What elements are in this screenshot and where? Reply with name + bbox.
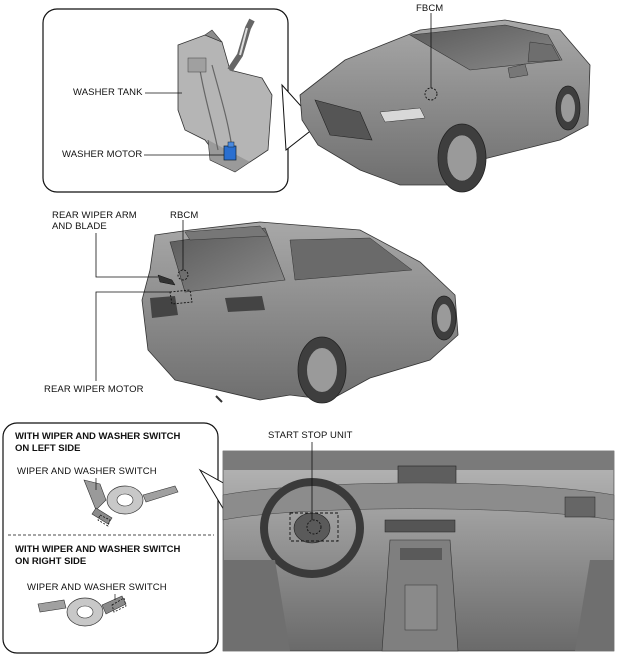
rear-car-illustration <box>141 221 459 404</box>
rear-wiper-motor-leader <box>95 291 170 381</box>
rear-wiper-arm-leader <box>95 233 158 278</box>
washer-motor-illustration <box>223 141 237 161</box>
left-side-heading-line2: ON LEFT SIDE <box>15 443 81 454</box>
rear-wiper-arm-label-line1: REAR WIPER ARM <box>52 210 137 221</box>
left-side-switch-label: WIPER AND WASHER SWITCH <box>17 466 157 477</box>
fbcm-label: FBCM <box>416 3 444 14</box>
right-side-switch-label: WIPER AND WASHER SWITCH <box>27 582 167 593</box>
front-car-illustration <box>299 13 591 193</box>
rear-wiper-blade <box>157 274 176 286</box>
right-side-switch-illustration <box>37 595 127 627</box>
washer-tank-illustration <box>177 18 273 173</box>
rbcm-label: RBCM <box>170 210 199 221</box>
fbcm-marker <box>424 87 438 101</box>
right-side-heading-line2: ON RIGHT SIDE <box>15 556 87 567</box>
start-stop-unit-label: START STOP UNIT <box>268 430 353 441</box>
switch-legend-box <box>2 422 219 654</box>
left-side-switch-illustration <box>83 479 179 527</box>
washer-tank-label: WASHER TANK <box>73 87 143 98</box>
rear-wiper-motor-label: REAR WIPER MOTOR <box>44 384 144 395</box>
interior-illustration <box>222 450 615 652</box>
right-side-heading-line1: WITH WIPER AND WASHER SWITCH <box>15 544 181 555</box>
rear-wiper-motor-marker <box>169 289 193 305</box>
inset-callout-wedge <box>281 83 319 151</box>
washer-motor-label: WASHER MOTOR <box>62 149 143 160</box>
left-side-heading-line1: WITH WIPER AND WASHER SWITCH <box>15 431 181 442</box>
washer-inset <box>42 8 289 193</box>
rear-wiper-arm-label-line2: AND BLADE <box>52 221 107 232</box>
